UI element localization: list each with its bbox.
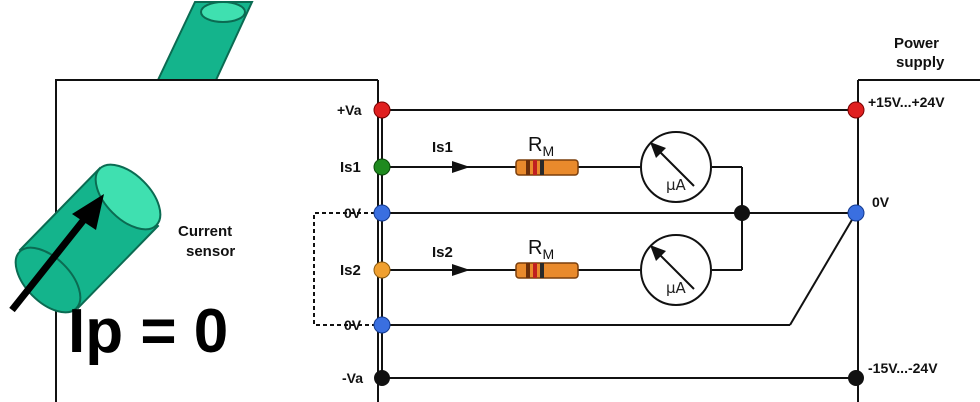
equation-label: Ip = 0 xyxy=(68,297,228,366)
current-label-is1: Is1 xyxy=(432,139,453,156)
is2-arrow-icon xyxy=(452,264,470,276)
sensor-label-line1: Current xyxy=(178,223,232,240)
supply-label-negative: -15V...-24V xyxy=(868,360,938,376)
sensor-vplus-terminal xyxy=(373,101,391,119)
wires xyxy=(313,109,857,382)
sensor-is2-terminal xyxy=(373,261,391,279)
meter-unit-label: µA xyxy=(666,176,687,194)
junction-dot xyxy=(734,205,750,221)
supply-label-zero: 0V xyxy=(872,194,890,210)
resistor-icon xyxy=(515,262,579,279)
resistor-icon xyxy=(515,159,579,176)
pin-label-0v-bottom: 0V xyxy=(344,317,362,333)
microammeter-icon: µA xyxy=(640,234,712,306)
current-label-is2: Is2 xyxy=(432,244,453,261)
pin-label-is1: Is1 xyxy=(340,159,361,176)
power-supply-title-line2: supply xyxy=(896,54,945,71)
pin-label-vminus: -Va xyxy=(342,370,363,386)
top-conductor-icon xyxy=(156,1,254,81)
pin-label-is2: Is2 xyxy=(340,262,361,279)
sensor-vminus-terminal xyxy=(374,370,390,386)
pin-label-0v-top: 0V xyxy=(344,205,362,221)
power-supply-title-line1: Power xyxy=(894,35,939,52)
power-supply-box xyxy=(857,79,980,402)
is1-arrow-icon xyxy=(452,161,470,173)
sensor-pipe-icon xyxy=(14,163,162,314)
microammeter-icon: µA xyxy=(640,131,712,203)
direction-arrow-icon xyxy=(9,194,104,313)
sensor-0v-top-terminal xyxy=(373,204,391,222)
resistor-label: RM xyxy=(528,134,554,159)
sensor-0v-bottom-terminal xyxy=(373,316,391,334)
pin-label-vplus: +Va xyxy=(337,102,362,118)
supply-label-positive: +15V...+24V xyxy=(868,94,945,110)
resistor-label: RM xyxy=(528,237,554,262)
meter-unit-label: µA xyxy=(666,279,687,297)
sensor-is1-terminal xyxy=(373,158,391,176)
supply-zero-terminal xyxy=(847,204,865,222)
sensor-label-line2: sensor xyxy=(186,243,235,260)
supply-negative-terminal xyxy=(848,370,864,386)
supply-positive-terminal xyxy=(847,101,865,119)
